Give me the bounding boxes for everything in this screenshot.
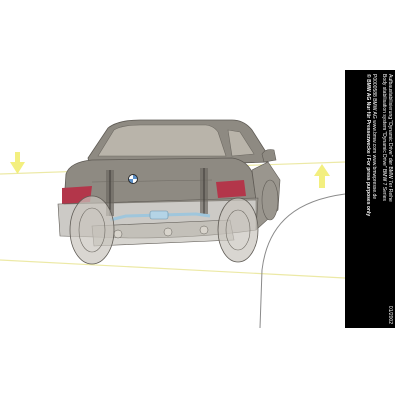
caption-title-en: Body stabilisation system "Dynamic Drive… (380, 74, 387, 201)
caption-ref-line: P0000588 BMW AG www.bmw.com www.bmwpress… (371, 74, 378, 200)
caption-title-de: Aufbaustabilisierung "Dynamic Drive" der… (387, 74, 393, 202)
lower-guide-line (0, 259, 345, 279)
right-rear-wheel (217, 197, 259, 263)
road-curve (259, 193, 345, 328)
left-rear-wheel (69, 195, 115, 265)
right-front-wheel (261, 179, 279, 221)
car-illustration-svg (0, 119, 345, 328)
caption-copyright: © BMW AG Nur für Pressezwecke / For pres… (364, 74, 371, 217)
arrow-down-icon (10, 152, 25, 174)
car-illustration (0, 70, 345, 328)
stabiliser-bar (109, 210, 211, 222)
caption-text-block: Aufbaustabilisierung "Dynamic Drive" der… (347, 74, 393, 324)
caption-bar: Aufbaustabilisierung "Dynamic Drive" der… (345, 70, 395, 328)
bmw-roundel-icon (128, 174, 138, 184)
arrow-up-icon (314, 164, 330, 188)
caption-date: 01/2002 (387, 305, 393, 324)
rear-subframe (91, 219, 235, 247)
right-tail-light (216, 180, 246, 198)
suspension-struts (106, 168, 208, 216)
